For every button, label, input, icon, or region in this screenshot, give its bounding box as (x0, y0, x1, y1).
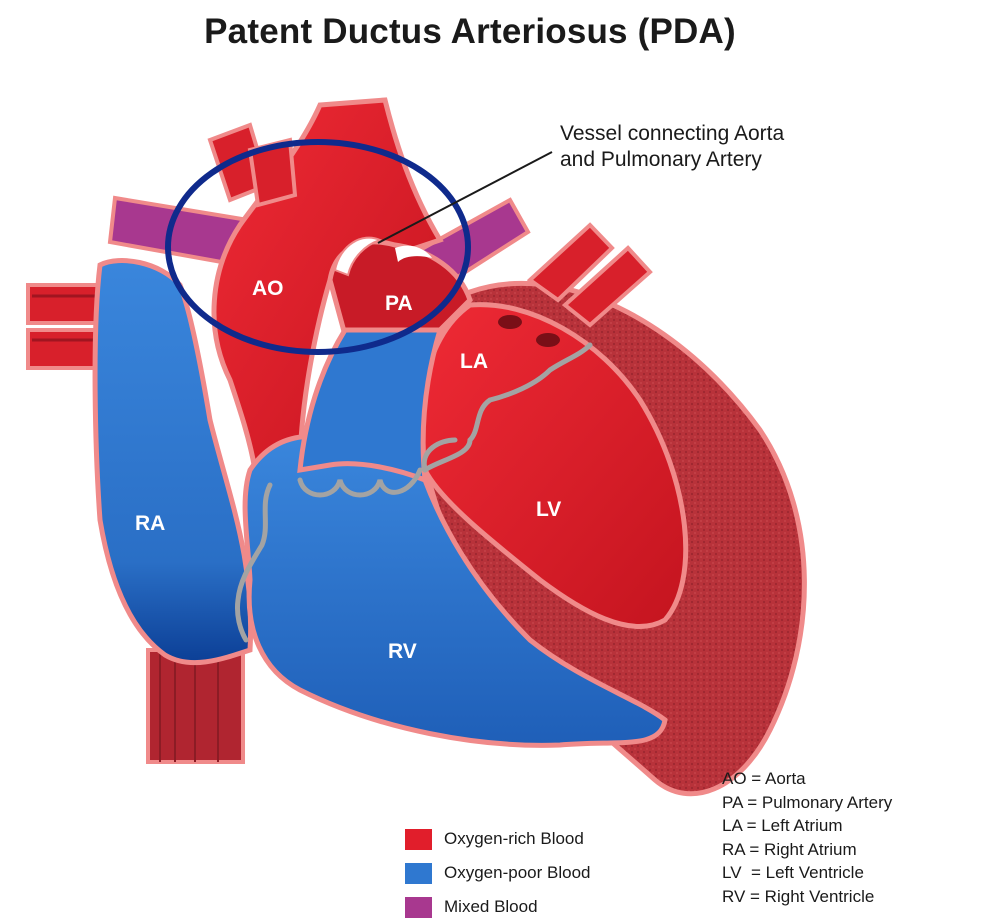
abbr-pa: PA = Pulmonary Artery (722, 791, 892, 815)
swatch-mixed (405, 897, 432, 918)
legend-item-oxygen-rich: Oxygen-rich Blood (405, 822, 590, 856)
label-ao: AO (252, 277, 284, 300)
legend: Oxygen-rich Blood Oxygen-poor Blood Mixe… (405, 822, 590, 924)
label-la: LA (460, 350, 488, 373)
abbr-la: LA = Left Atrium (722, 814, 892, 838)
abbr-rv: RV = Right Ventricle (722, 885, 892, 909)
swatch-oxygen-poor (405, 863, 432, 884)
annotation-line-1: Vessel connecting Aorta (560, 122, 784, 145)
abbr-ao: AO = Aorta (722, 767, 892, 791)
label-ra: RA (135, 512, 165, 535)
label-rv: RV (388, 640, 417, 663)
legend-label: Oxygen-rich Blood (444, 829, 584, 849)
legend-item-oxygen-poor: Oxygen-poor Blood (405, 856, 590, 890)
legend-label: Mixed Blood (444, 897, 538, 917)
abbreviation-key: AO = Aorta PA = Pulmonary Artery LA = Le… (722, 767, 892, 908)
abbr-ra: RA = Right Atrium (722, 838, 892, 862)
annotation-line-2: and Pulmonary Artery (560, 148, 762, 171)
legend-label: Oxygen-poor Blood (444, 863, 590, 883)
legend-item-mixed: Mixed Blood (405, 890, 590, 924)
label-pa: PA (385, 292, 413, 315)
abbr-lv: LV = Left Ventricle (722, 861, 892, 885)
label-lv: LV (536, 498, 561, 521)
swatch-oxygen-rich (405, 829, 432, 850)
